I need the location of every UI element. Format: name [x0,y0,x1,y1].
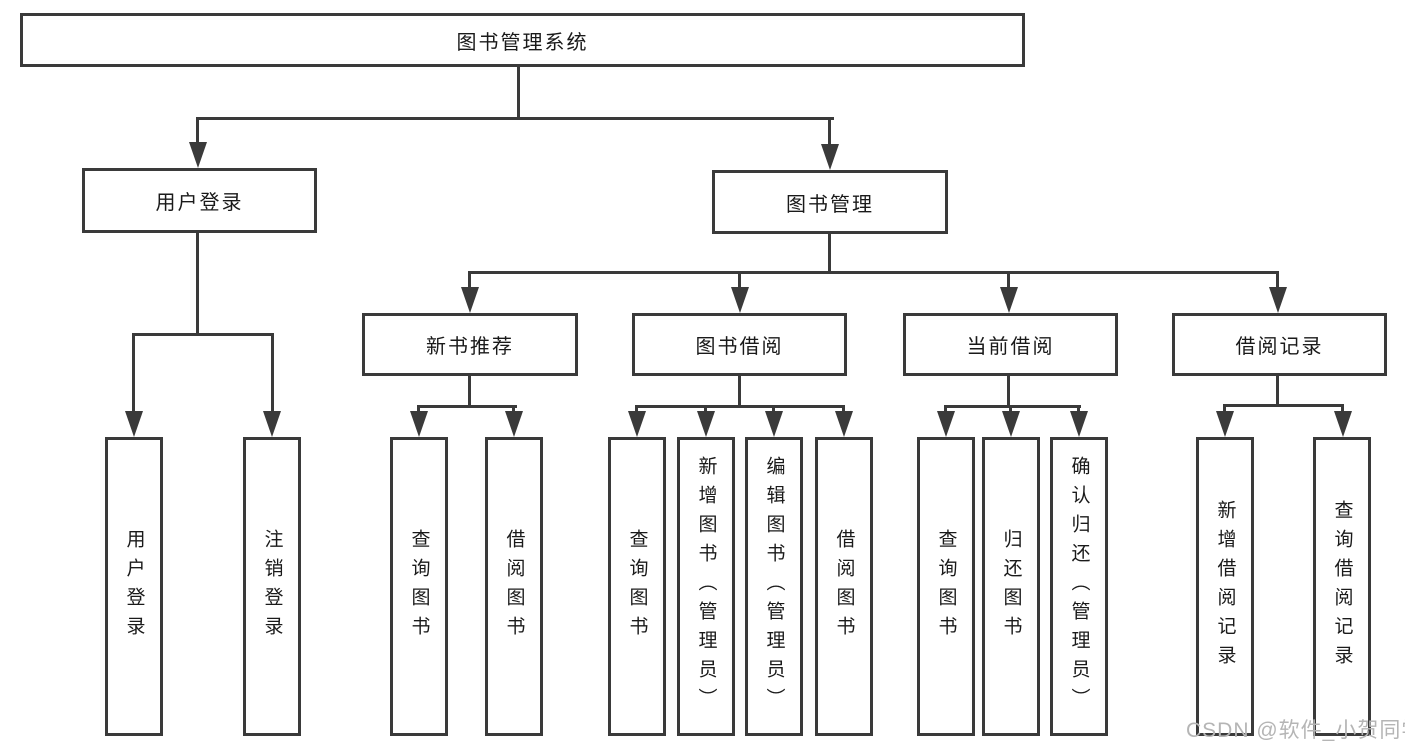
node-book-borrow: 图书借阅 [632,313,847,376]
connector-line [468,271,1279,274]
leaf-add-borrow-record: 新增借阅记录 [1196,437,1254,736]
leaf-borrow-book-1: 借阅图书 [485,437,543,736]
leaf-query-book-2: 查询图书 [608,437,666,736]
arrowhead-down-icon [1000,287,1018,313]
leaf-add-book-admin: 新增图书（管理员） [677,437,735,736]
node-borrow-record: 借阅记录 [1172,313,1387,376]
connector-line [196,117,199,147]
connector-line [944,405,1081,408]
arrowhead-down-icon [1002,411,1020,437]
connector-line [1077,405,1080,415]
arrowhead-down-icon [937,411,955,437]
connector-line [1223,404,1226,415]
connector-line [1007,271,1010,291]
connector-line [738,271,741,291]
connector-line [196,233,199,336]
connector-line [1341,404,1344,415]
arrowhead-down-icon [1216,411,1234,437]
connector-line [1223,404,1344,407]
connector-line [635,405,638,415]
connector-line [132,333,135,415]
watermark: CSDN @软件_小贺同学 [1186,719,1405,742]
node-new-book-recommend: 新书推荐 [362,313,578,376]
connector-line [132,333,274,336]
arrowhead-down-icon [410,411,428,437]
arrowhead-down-icon [765,411,783,437]
arrowhead-down-icon [1334,411,1352,437]
arrowhead-down-icon [1070,411,1088,437]
leaf-borrow-book-2: 借阅图书 [815,437,873,736]
node-book-management: 图书管理 [712,170,948,234]
connector-line [635,405,845,408]
connector-line [1276,271,1279,291]
connector-line [517,67,520,120]
leaf-logout: 注销登录 [243,437,301,736]
connector-line [1009,405,1012,415]
connector-line [417,405,420,415]
leaf-query-book-1: 查询图书 [390,437,448,736]
arrowhead-down-icon [461,287,479,313]
connector-line [828,234,831,274]
node-user-login: 用户登录 [82,168,317,233]
arrowhead-down-icon [835,411,853,437]
leaf-edit-book-admin: 编辑图书（管理员） [745,437,803,736]
connector-line [842,405,845,415]
connector-line [1007,376,1010,408]
connector-line [512,405,515,415]
connector-line [1276,376,1279,407]
connector-line [468,376,471,408]
arrowhead-down-icon [125,411,143,437]
arrowhead-down-icon [1269,287,1287,313]
node-root: 图书管理系统 [20,13,1025,67]
leaf-return-book: 归还图书 [982,437,1040,736]
arrowhead-down-icon [697,411,715,437]
connector-line [271,333,274,415]
node-current-borrow: 当前借阅 [903,313,1118,376]
leaf-user-login: 用户登录 [105,437,163,736]
arrowhead-down-icon [505,411,523,437]
arrowhead-down-icon [628,411,646,437]
connector-line [828,117,831,149]
connector-line [738,376,741,408]
leaf-query-book-3: 查询图书 [917,437,975,736]
connector-line [944,405,947,415]
connector-line [468,271,471,291]
arrowhead-down-icon [263,411,281,437]
connector-line [772,405,775,415]
arrowhead-down-icon [821,144,839,170]
connector-line [196,117,834,120]
connector-line [704,405,707,415]
leaf-query-borrow-record: 查询借阅记录 [1313,437,1371,736]
connector-line [417,405,517,408]
arrowhead-down-icon [189,142,207,168]
arrowhead-down-icon [731,287,749,313]
leaf-confirm-return-admin: 确认归还（管理员） [1050,437,1108,736]
